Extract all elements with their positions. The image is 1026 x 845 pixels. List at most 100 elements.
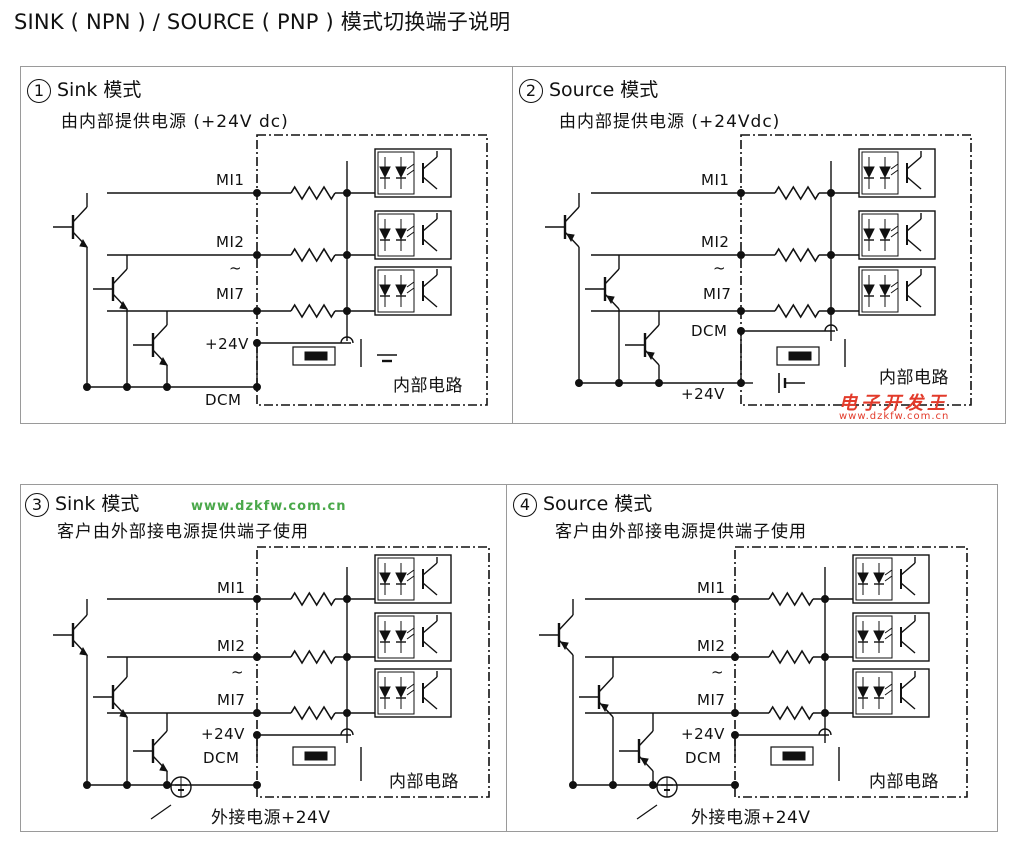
transistor-arrow-icon — [119, 708, 128, 718]
transistor-collector — [638, 730, 654, 747]
panel-title: Sink 模式 — [55, 493, 140, 515]
resistor-icon — [290, 303, 336, 319]
junction-dot — [123, 383, 131, 391]
transistor-collector — [152, 730, 168, 747]
label-external-supply: 外接电源+24V — [691, 808, 811, 828]
junction-dot — [731, 781, 739, 789]
label-mi1: MI1 — [697, 579, 726, 597]
dip-switch-icon — [292, 746, 336, 766]
resistor-icon — [290, 185, 336, 201]
light-arrows-icon — [406, 281, 415, 294]
resistor-icon — [774, 247, 820, 263]
phototransistor-c — [906, 218, 922, 232]
phototransistor-e — [900, 582, 916, 596]
junction-dot — [163, 781, 171, 789]
label-internal-circuit: 内部电路 — [389, 772, 459, 792]
transistor-arrow-icon — [566, 233, 575, 243]
label-tilde: ~ — [229, 259, 243, 277]
panel-number: 3 — [25, 492, 49, 517]
optocoupler-icon — [852, 668, 930, 718]
internal-circuit-boundary — [740, 134, 972, 406]
transistor-collector — [644, 324, 660, 341]
panel-sink-external: 3 Sink 模式 www.dzkfw.com.cn 客户由外部接电源提供端子使用… — [20, 484, 508, 832]
label-24v: +24V — [681, 725, 725, 743]
junction-dot — [83, 781, 91, 789]
resistor-icon — [290, 649, 336, 665]
label-mi1: MI1 — [217, 579, 246, 597]
optocoupler-icon — [858, 210, 936, 260]
panel-subtitle: 由内部提供电源 (+24Vdc) — [559, 112, 781, 132]
optocoupler-led-box — [377, 557, 415, 601]
transistor-collector — [112, 676, 128, 693]
phototransistor-e — [900, 640, 916, 654]
optocoupler-led-box — [861, 151, 899, 195]
label-mi2: MI2 — [216, 233, 245, 251]
optocoupler-led-box — [377, 151, 415, 195]
light-arrows-icon — [890, 225, 899, 238]
circuit-diagram-sink-internal — [53, 134, 488, 406]
junction-dot — [827, 189, 835, 197]
panel-number: 1 — [27, 78, 51, 103]
watermark-url: www.dzkfw.com.cn — [191, 499, 347, 514]
junction-dot — [123, 781, 131, 789]
optocoupler-icon — [852, 554, 930, 604]
optocoupler-icon — [374, 148, 452, 198]
transistor-arrow-icon — [640, 757, 649, 767]
optocoupler-led-box — [855, 557, 893, 601]
optocoupler-led-box — [377, 213, 415, 257]
wire-hop — [340, 728, 354, 736]
junction-dot — [821, 709, 829, 717]
transistor-arrow-icon — [119, 300, 128, 310]
panel-title: Source 模式 — [543, 493, 653, 515]
panel-header: 2 Source 模式 — [519, 75, 658, 103]
label-mi7: MI7 — [216, 285, 245, 303]
internal-circuit-boundary — [256, 546, 490, 798]
label-mi2: MI2 — [697, 637, 726, 655]
phototransistor-e — [906, 238, 922, 252]
optocoupler-led-box — [855, 671, 893, 715]
phototransistor-e — [422, 640, 438, 654]
panel-number: 2 — [519, 78, 543, 103]
junction-dot — [343, 595, 351, 603]
dip-switch-slider — [304, 351, 328, 361]
label-internal-circuit: 内部电路 — [869, 772, 939, 792]
label-24v: +24V — [205, 335, 249, 353]
wire-hop — [340, 336, 354, 344]
dip-switch-icon — [770, 746, 814, 766]
junction-dot — [83, 383, 91, 391]
junction-dot — [343, 307, 351, 315]
light-arrows-icon — [406, 569, 415, 582]
optocoupler-led-box — [861, 269, 899, 313]
panel-subtitle: 客户由外部接电源提供端子使用 — [57, 522, 309, 542]
dip-switch-slider — [782, 751, 806, 761]
dip-switch-slider — [304, 751, 328, 761]
phototransistor-e — [422, 696, 438, 710]
label-dcm: DCM — [685, 749, 722, 767]
junction-dot — [821, 653, 829, 661]
optocoupler-icon — [374, 266, 452, 316]
resistor-icon — [290, 591, 336, 607]
label-tilde: ~ — [231, 663, 245, 681]
light-arrows-icon — [406, 163, 415, 176]
transistor-arrow-icon — [600, 703, 609, 713]
junction-dot — [649, 781, 657, 789]
phototransistor-c — [422, 218, 438, 232]
wire-hop — [818, 728, 832, 736]
dip-switch-icon — [292, 346, 336, 366]
light-arrows-icon — [884, 683, 893, 696]
panel-title: Source 模式 — [549, 79, 659, 101]
junction-dot — [343, 189, 351, 197]
junction-dot — [163, 383, 171, 391]
phototransistor-e — [900, 696, 916, 710]
junction-dot — [343, 709, 351, 717]
internal-circuit-boundary — [256, 134, 488, 406]
panel-subtitle: 由内部提供电源 (+24V dc) — [61, 112, 289, 132]
light-arrows-icon — [406, 627, 415, 640]
panel-subtitle: 客户由外部接电源提供端子使用 — [555, 522, 807, 542]
junction-dot — [343, 251, 351, 259]
label-dcm: DCM — [205, 391, 242, 409]
phototransistor-e — [422, 176, 438, 190]
phototransistor-c — [900, 620, 916, 634]
light-arrows-icon — [406, 225, 415, 238]
